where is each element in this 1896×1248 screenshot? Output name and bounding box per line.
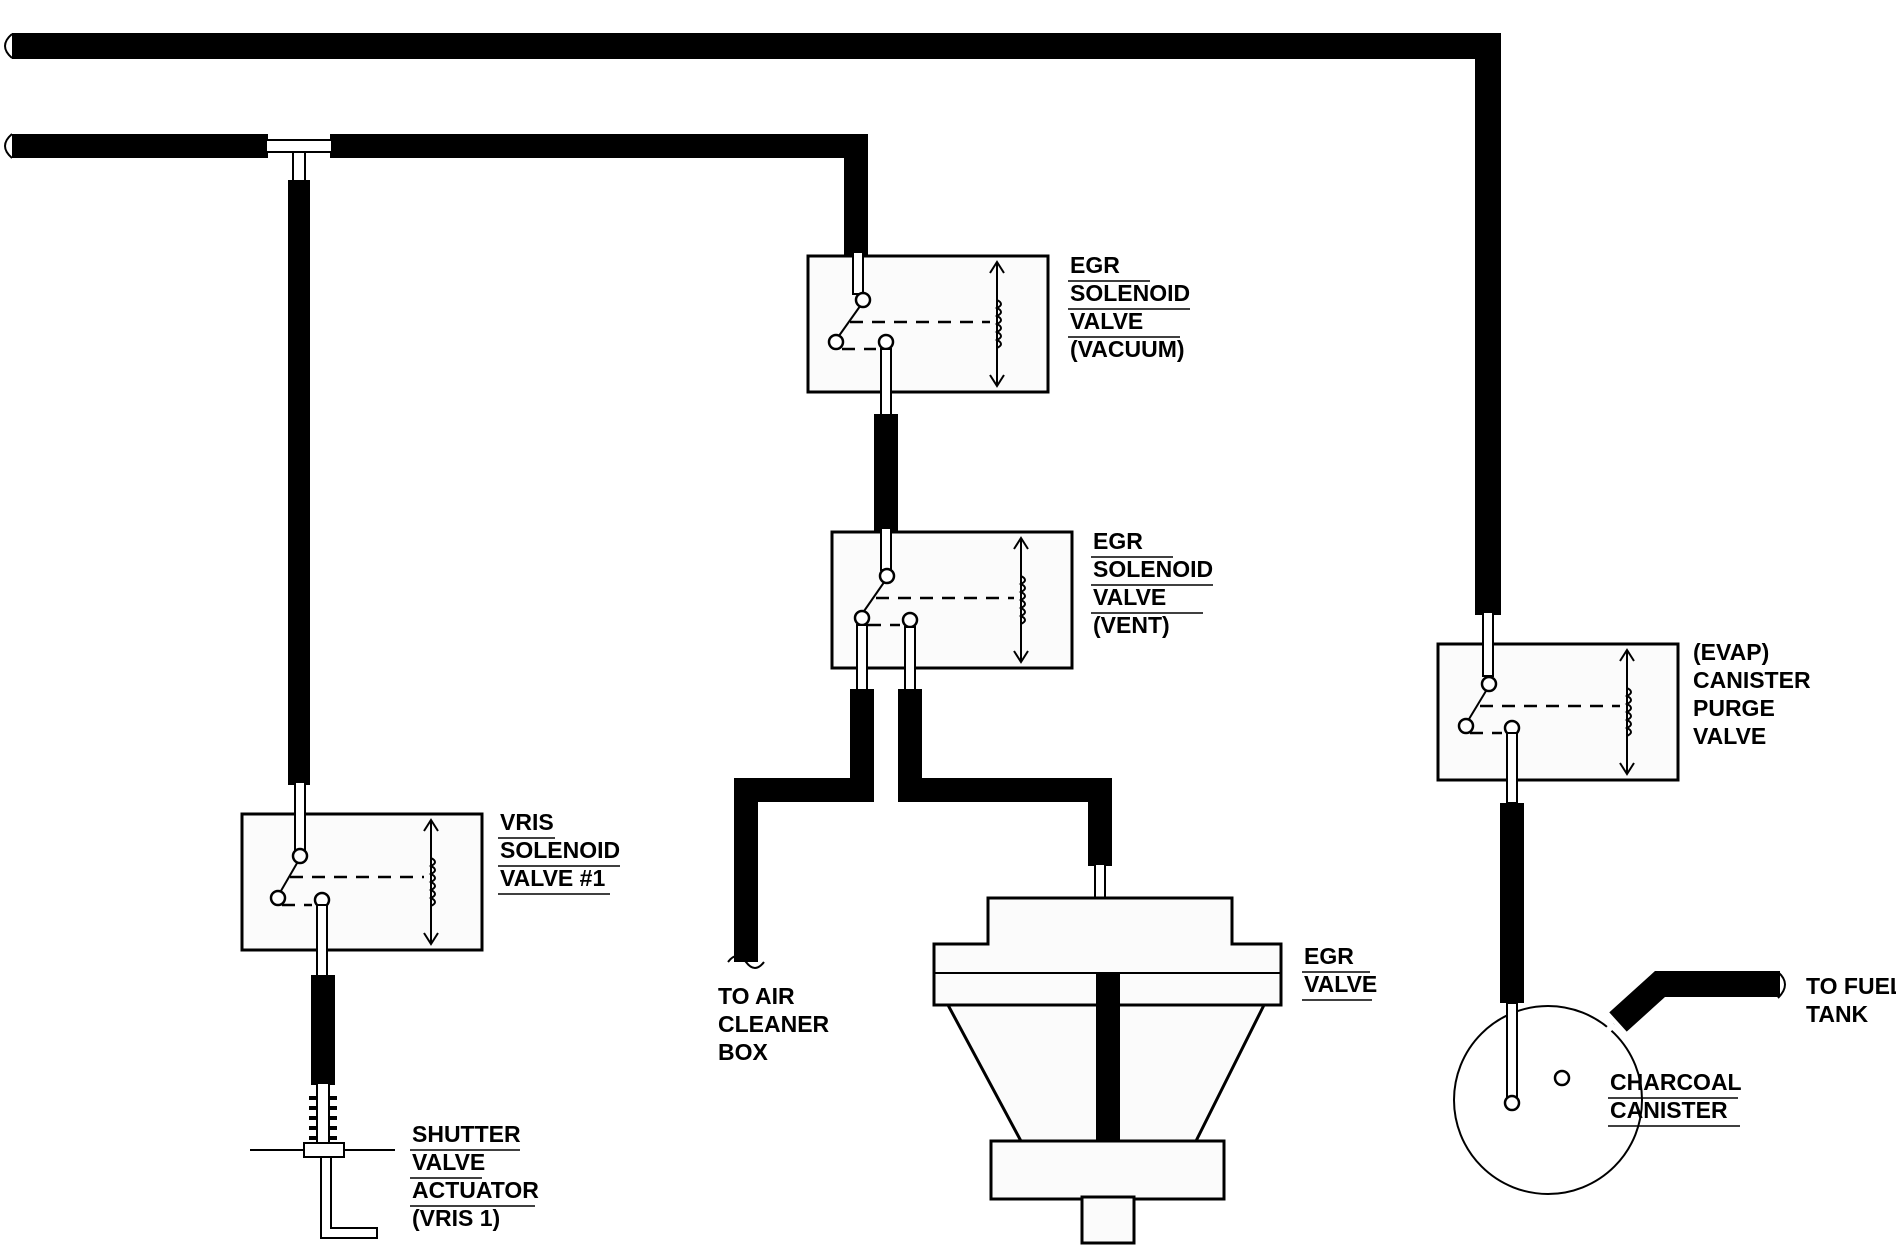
label-shutter-line2: VALVE [412, 1149, 485, 1175]
label-egr-solenoid-vent-line2: SOLENOID [1093, 556, 1213, 582]
label-evap-canister-purge: (EVAP) CANISTER PURGE VALVE [1693, 639, 1811, 749]
label-charcoal-canister: CHARCOAL CANISTER [1608, 1069, 1742, 1127]
label-shutter-line3: ACTUATOR [412, 1177, 539, 1203]
label-shutter-line1: SHUTTER [412, 1121, 521, 1147]
vris-solenoid-valve [240, 781, 484, 978]
label-evap-line1: (EVAP) [1693, 639, 1769, 665]
egr-solenoid-valve-vacuum [806, 251, 1050, 416]
hose-vacuum-to-vent [874, 414, 898, 534]
hose-to-egr-valve [898, 689, 1112, 866]
label-evap-line2: CANISTER [1693, 667, 1811, 693]
label-fuel-tank: TO FUEL TANK [1806, 973, 1896, 1027]
label-air-cleaner-line3: BOX [718, 1039, 769, 1065]
label-evap-line3: PURGE [1693, 695, 1775, 721]
hose-to-fuel-tank [1609, 971, 1786, 1032]
label-vris-solenoid: VRIS SOLENOID VALVE #1 [498, 809, 620, 895]
label-fuel-tank-line2: TANK [1806, 1001, 1869, 1027]
evap-canister-purge-valve [1436, 611, 1680, 804]
label-egr-valve-line2: VALVE [1304, 971, 1377, 997]
hose-upper-manifold [4, 133, 868, 255]
hose-top-to-evap [4, 33, 1501, 615]
vacuum-tee [265, 139, 333, 183]
shutter-valve-actuator [250, 1082, 395, 1239]
charcoal-canister [1453, 1002, 1643, 1195]
label-vris-line1: VRIS [500, 809, 554, 835]
label-air-cleaner-line2: CLEANER [718, 1011, 830, 1037]
label-vris-line2: SOLENOID [500, 837, 620, 863]
label-egr-solenoid-vent-line3: VALVE [1093, 584, 1166, 610]
label-egr-solenoid-vent-line1: EGR [1093, 528, 1143, 554]
label-charcoal-line1: CHARCOAL [1610, 1069, 1742, 1095]
label-egr-solenoid-vent-line4: (VENT) [1093, 612, 1170, 638]
label-egr-solenoid-vacuum-line2: SOLENOID [1070, 280, 1190, 306]
label-egr-valve: EGR VALVE [1302, 943, 1377, 1001]
label-egr-valve-line1: EGR [1304, 943, 1354, 969]
label-shutter-actuator: SHUTTER VALVE ACTUATOR (VRIS 1) [410, 1121, 539, 1231]
egr-valve [932, 863, 1283, 1245]
label-egr-solenoid-vent: EGR SOLENOID VALVE (VENT) [1091, 528, 1213, 638]
label-fuel-tank-line1: TO FUEL [1806, 973, 1896, 999]
label-egr-solenoid-vacuum: EGR SOLENOID VALVE (VACUUM) [1068, 252, 1190, 362]
label-egr-solenoid-vacuum-line1: EGR [1070, 252, 1120, 278]
hose-to-air-cleaner [727, 689, 874, 969]
label-evap-line4: VALVE [1693, 723, 1766, 749]
label-air-cleaner: TO AIR CLEANER BOX [718, 983, 830, 1065]
hose-purge-to-canister [1500, 803, 1524, 1003]
label-egr-solenoid-vacuum-line4: (VACUUM) [1070, 336, 1185, 362]
label-vris-line3: VALVE #1 [500, 865, 605, 891]
label-air-cleaner-line1: TO AIR [718, 983, 795, 1009]
hose-tee-to-vris [288, 180, 310, 785]
label-shutter-line4: (VRIS 1) [412, 1205, 500, 1231]
label-charcoal-line2: CANISTER [1610, 1097, 1728, 1123]
egr-solenoid-valve-vent [830, 527, 1074, 692]
hose-vris-to-actuator [311, 975, 335, 1085]
label-egr-solenoid-vacuum-line3: VALVE [1070, 308, 1143, 334]
